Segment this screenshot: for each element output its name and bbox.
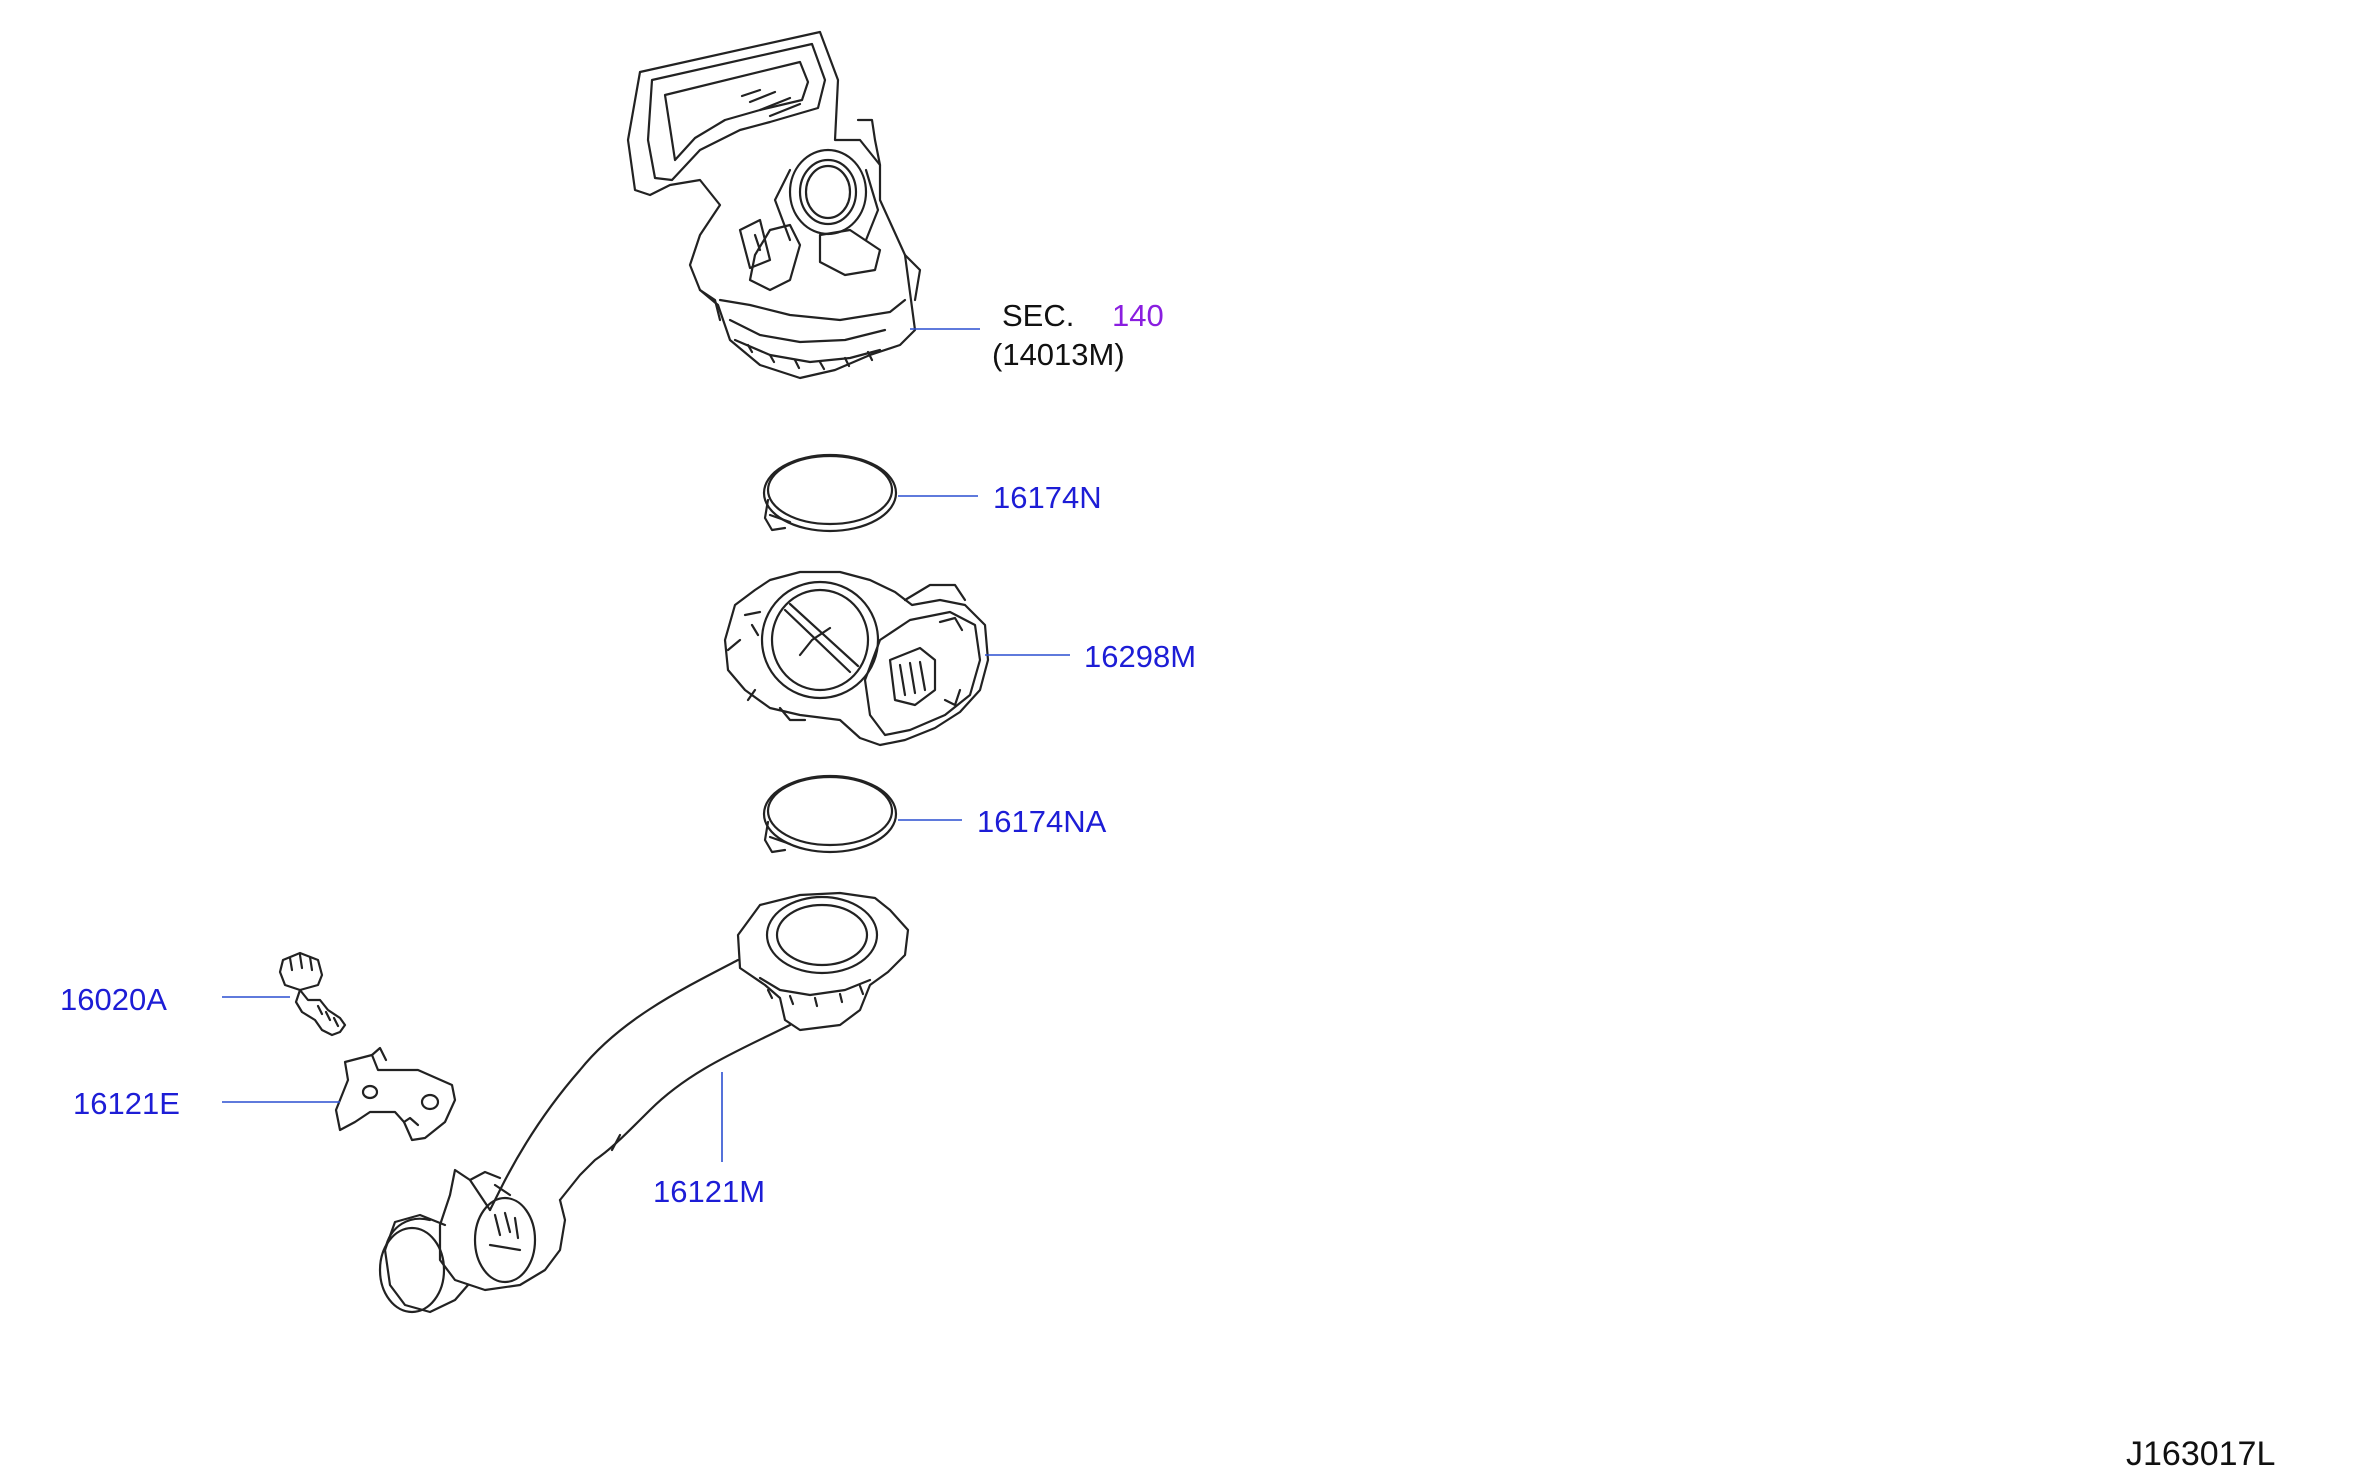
diagram-code: J163017L [2126, 1435, 2275, 1473]
section-prefix: SEC. [1002, 298, 1074, 333]
part-label-16298m[interactable]: 16298M [1084, 639, 1196, 674]
gasket-16174n-drawing [762, 453, 898, 533]
section-number-link[interactable]: 140 [1112, 298, 1164, 333]
bolt-16020a-drawing [278, 951, 347, 1037]
section-sub-part: (14013M) [992, 337, 1125, 372]
bracket-16121e-drawing [334, 1046, 457, 1142]
intake-manifold-drawing [626, 30, 922, 380]
gasket-16174na-drawing [762, 774, 898, 854]
part-label-16020a[interactable]: 16020A [60, 982, 167, 1017]
air-duct-16121m-drawing [378, 891, 910, 1314]
part-label-16121m[interactable]: 16121M [653, 1174, 765, 1209]
part-label-16174n[interactable]: 16174N [993, 480, 1102, 515]
part-label-16174na[interactable]: 16174NA [977, 804, 1107, 839]
throttle-body-16298m-drawing [723, 570, 990, 747]
part-label-16121e[interactable]: 16121E [73, 1086, 180, 1121]
